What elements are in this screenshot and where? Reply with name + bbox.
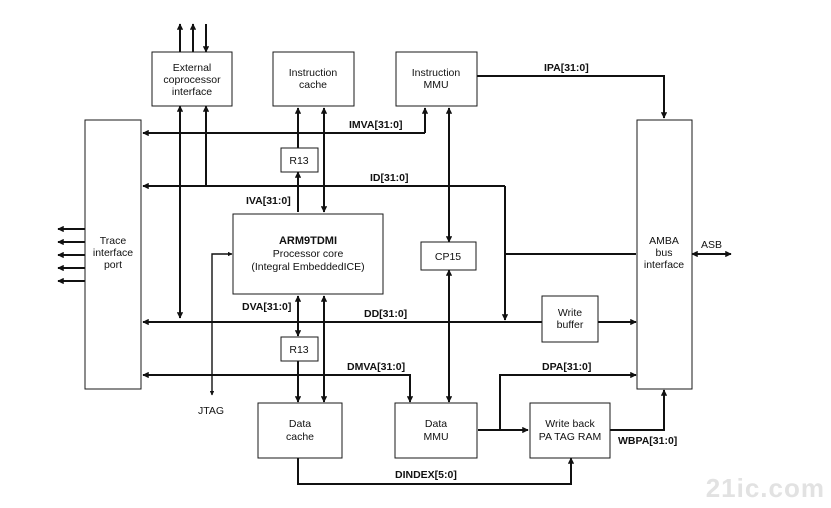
- data-cache-label-1: Data: [289, 418, 311, 430]
- amba-label-1: AMBA: [649, 235, 679, 247]
- jtag-label: JTAG: [198, 405, 224, 417]
- data-mmu-block: Data MMU: [394, 402, 478, 459]
- dmva-bus: [142, 371, 414, 403]
- data-mmu-label-2: MMU: [423, 431, 448, 443]
- instruction-cache-label-2: cache: [299, 79, 327, 91]
- dpa-bus-label: DPA[31:0]: [542, 361, 591, 373]
- r13-bottom-label: R13: [289, 344, 308, 356]
- data-mmu-label-1: Data: [425, 418, 447, 430]
- ipa-bus: [457, 75, 668, 119]
- external-coprocessor-label-2: coprocessor: [163, 74, 221, 86]
- write-back-label-1: Write back: [545, 418, 595, 430]
- write-buffer-label-2: buffer: [557, 319, 584, 331]
- trace-port-label-2: interface: [93, 247, 133, 259]
- dindex-bus-label: DINDEX[5:0]: [395, 469, 457, 481]
- trace-port-label-3: port: [104, 259, 122, 271]
- wbpa-bus-label: WBPA[31:0]: [618, 435, 677, 447]
- id-bus-label: ID[31:0]: [370, 172, 409, 184]
- arm9tdmi-core-block: ARM9TDMI Processor core (Integral Embedd…: [232, 213, 384, 295]
- iva-bus-label: IVA[31:0]: [246, 195, 291, 207]
- trace-interface-port-block: Trace interface port: [84, 119, 142, 390]
- imva-bus-label: IMVA[31:0]: [349, 119, 402, 131]
- instruction-cache-label-1: Instruction: [289, 67, 338, 79]
- arm9tdmi-label-1: ARM9TDMI: [279, 235, 337, 247]
- arm9tdmi-label-2: Processor core: [273, 248, 344, 260]
- r13-top-label: R13: [289, 155, 308, 167]
- external-coprocessor-block: External coprocessor interface: [151, 51, 233, 107]
- instruction-cache-block: Instruction cache: [272, 51, 355, 107]
- instruction-mmu-block: Instruction MMU: [395, 51, 478, 107]
- trace-port-label-1: Trace: [100, 235, 127, 247]
- write-buffer-block: Write buffer: [541, 295, 599, 343]
- r13-top-block: R13: [280, 147, 319, 173]
- instruction-mmu-label-2: MMU: [423, 79, 448, 91]
- instruction-mmu-label-1: Instruction: [412, 67, 461, 79]
- cp15-label: CP15: [435, 251, 461, 263]
- dindex-bus: [297, 457, 575, 485]
- bus-labels: IPA[31:0] IMVA[31:0] ID[31:0] IVA[31:0] …: [198, 62, 722, 481]
- write-back-pa-tag-ram-block: Write back PA TAG RAM: [529, 402, 611, 459]
- write-back-label-2: PA TAG RAM: [539, 431, 601, 443]
- amba-label-3: interface: [644, 259, 684, 271]
- dd-bus-label: DD[31:0]: [364, 308, 407, 320]
- dmva-bus-label: DMVA[31:0]: [347, 361, 405, 373]
- wbpa-bus: [610, 389, 668, 431]
- cp15-block: CP15: [420, 241, 477, 271]
- external-coprocessor-label-3: interface: [172, 86, 212, 98]
- amba-bus-interface-block: AMBA bus interface: [636, 119, 693, 390]
- blocks: External coprocessor interface Instructi…: [84, 51, 693, 459]
- dpa-bus: [478, 371, 637, 431]
- watermark-logo: 21ic.com: [705, 473, 825, 503]
- data-cache-block: Data cache: [257, 402, 343, 459]
- amba-label-2: bus: [656, 247, 673, 259]
- external-coprocessor-label-1: External: [173, 62, 212, 74]
- data-cache-label-2: cache: [286, 431, 314, 443]
- ipa-bus-label: IPA[31:0]: [544, 62, 589, 74]
- asb-label: ASB: [701, 239, 722, 251]
- wires: [57, 23, 732, 485]
- jtag-wire: [209, 251, 233, 396]
- r13-bottom-block: R13: [280, 336, 319, 362]
- arm9tdmi-label-3: (Integral EmbeddedICE): [251, 261, 364, 273]
- dva-bus-label: DVA[31:0]: [242, 301, 291, 313]
- write-buffer-label-1: Write: [558, 307, 582, 319]
